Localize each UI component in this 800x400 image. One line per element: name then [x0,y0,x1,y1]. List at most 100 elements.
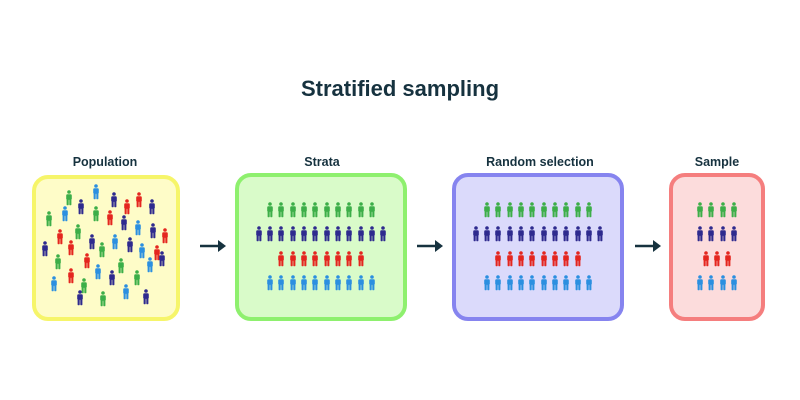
strata-panel [235,173,407,321]
person-icon [574,202,581,218]
person-icon [147,257,153,273]
person-icon [154,245,160,261]
person-icon [123,284,129,300]
person-icon [529,202,536,218]
person-icon [731,226,737,242]
person-icon [484,275,490,291]
person-icon [301,202,307,218]
person-icon [563,251,570,267]
person-icon [159,251,165,267]
person-icon [127,237,133,253]
person-icon [714,251,720,267]
person-icon [135,220,141,236]
random-selection-panel [452,173,624,321]
arrow-right-icon [417,240,443,252]
person-icon [506,202,513,218]
person-icon [506,251,513,267]
person-icon [540,251,547,267]
person-icon [139,243,145,259]
person-icon [95,264,101,280]
person-icon [267,226,273,242]
person-icon [77,290,83,306]
person-icon [552,251,558,267]
person-icon [357,275,364,291]
person-icon [267,275,273,291]
person-icon [111,192,117,208]
random-selection-label: Random selection [486,155,594,169]
person-icon [118,258,124,274]
person-icon [66,190,72,206]
person-icon [78,199,84,215]
person-icon [506,275,513,291]
person-icon [99,242,105,258]
person-icon [134,270,140,286]
person-icon [346,226,353,242]
person-icon [149,199,155,215]
person-icon [323,202,330,218]
person-icon [312,251,319,267]
person-icon [719,275,726,291]
person-icon [289,202,296,218]
person-icon [586,275,592,291]
person-icon [89,234,95,250]
person-icon [586,202,592,218]
person-icon [93,206,99,222]
person-icon [93,184,99,200]
person-icon [529,251,536,267]
person-icon [112,234,118,250]
person-icon [574,275,581,291]
person-icon [55,254,61,270]
person-icon [346,275,353,291]
person-icon [289,251,296,267]
person-icon [323,275,330,291]
person-icon [121,215,127,231]
person-icon [731,202,737,218]
person-icon [289,275,296,291]
person-icon [518,251,524,267]
person-icon [143,289,149,305]
person-icon [267,202,273,218]
person-icon [708,202,715,218]
person-icon [256,226,262,242]
person-icon [563,226,570,242]
person-icon [495,251,502,267]
person-icon [708,226,715,242]
person-icon [563,202,570,218]
person-icon [357,226,364,242]
person-icon [552,202,558,218]
person-icon [100,291,106,307]
arrow-right-icon [200,240,226,252]
person-icon [124,199,130,215]
person-icon [278,251,285,267]
person-icon [506,226,513,242]
person-icon [473,226,479,242]
person-icon [586,226,592,242]
person-icon [150,223,156,239]
person-icon [335,226,341,242]
person-icon [278,202,285,218]
person-icon [518,202,524,218]
person-icon [51,276,57,292]
person-icon [357,202,364,218]
person-icon [75,224,81,240]
person-icon [346,251,353,267]
page-title: Stratified sampling [300,76,500,101]
person-icon [42,241,48,257]
person-icon [109,270,115,286]
person-icon [335,275,341,291]
person-icon [540,202,547,218]
person-icon [484,226,490,242]
person-icon [162,228,168,244]
person-icon [529,226,536,242]
person-icon [84,253,90,269]
person-icon [731,275,737,291]
person-icon [697,202,703,218]
person-icon [301,226,307,242]
person-icon [346,202,353,218]
person-icon [719,226,726,242]
person-icon [495,226,502,242]
person-icon [312,226,319,242]
sample-panel [669,173,765,321]
person-icon [529,275,536,291]
